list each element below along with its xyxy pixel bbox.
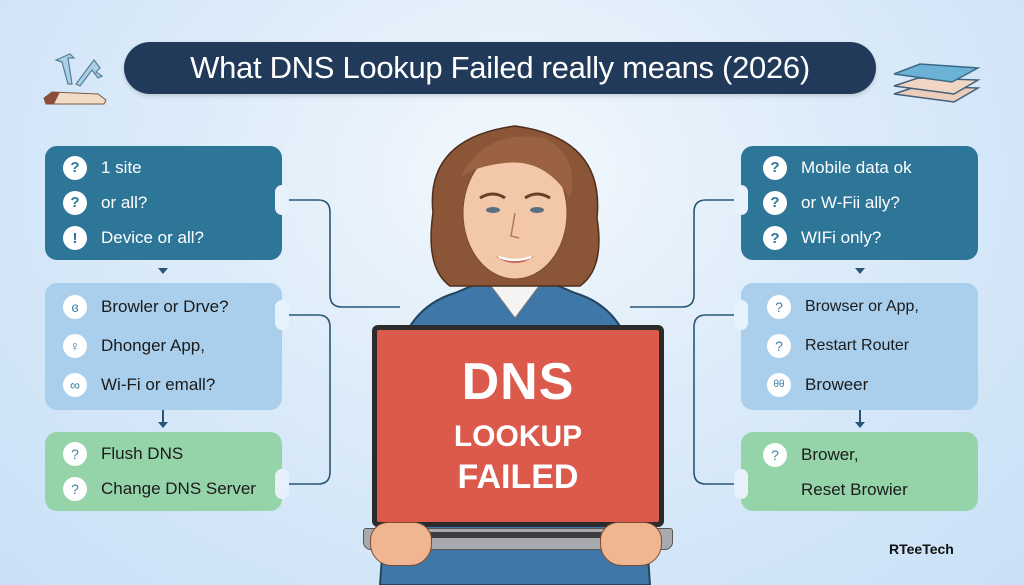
arrow-down-icon — [158, 268, 168, 274]
layers-icon — [890, 58, 982, 110]
list-item: ?or W-Fii ally? — [763, 190, 960, 215]
arrow-down-icon — [855, 268, 865, 274]
list-item: ?Brower, — [763, 442, 960, 467]
left-box-scope: ?1 site ?or all? !Device or all? — [45, 146, 282, 260]
list-item: ?Change DNS Server — [63, 477, 264, 502]
error-subtitle-failed: FAILED — [457, 458, 579, 496]
browser-icon: ɞ — [63, 294, 87, 319]
list-item: ?Flush DNS — [63, 441, 264, 466]
question-icon: ? — [763, 442, 787, 467]
arrow-down-icon — [855, 422, 865, 428]
question-icon: ? — [763, 190, 787, 215]
connector-notch — [275, 469, 289, 499]
list-item: ?WIFi only? — [763, 226, 960, 251]
laptop-screen: DNS LOOKUP FAILED — [377, 330, 659, 522]
right-box-browser: ?Brower, Reset Browier — [741, 432, 978, 511]
error-title: DNS — [461, 353, 575, 411]
page-title: What DNS Lookup Failed really means (202… — [124, 42, 876, 94]
connector-notch — [734, 300, 748, 330]
list-item: ∞Wi-Fi or emall? — [63, 372, 264, 397]
list-item: ?Browser or App, — [767, 294, 960, 319]
question-icon: ? — [767, 294, 791, 319]
infinity-icon: ∞ — [63, 372, 87, 397]
question-icon: ? — [63, 155, 87, 180]
laptop-base — [363, 528, 673, 550]
list-item: ?or all? — [63, 190, 264, 215]
right-box-network: ?Mobile data ok ?or W-Fii ally? ?WIFi on… — [741, 146, 978, 260]
right-hand — [600, 522, 662, 566]
arrow-stem — [162, 410, 164, 424]
list-item: ♀Dhonger App, — [63, 333, 264, 358]
question-icon: ? — [63, 441, 87, 466]
list-item: ?Mobile data ok — [763, 155, 960, 180]
question-icon: ? — [763, 155, 787, 180]
question-icon: ? — [763, 226, 787, 251]
connector-notch — [275, 185, 289, 215]
connector-notch — [275, 300, 289, 330]
exclamation-icon: ! — [63, 226, 87, 251]
left-box-fix: ?Flush DNS ?Change DNS Server — [45, 432, 282, 511]
pin-icon: ♀ — [63, 333, 87, 358]
arrow-down-icon — [158, 422, 168, 428]
laptop: DNS LOOKUP FAILED — [372, 325, 664, 527]
error-subtitle-lookup: LOOKUP — [453, 420, 583, 453]
left-hand — [370, 522, 432, 566]
list-item: ?Restart Router — [767, 333, 960, 358]
list-item: !Device or all? — [63, 226, 264, 251]
list-item: Reset Browier — [801, 480, 908, 500]
arrow-stem — [859, 410, 861, 424]
brand-label: RTeeTech — [889, 541, 954, 557]
connector-notch — [734, 469, 748, 499]
broken-tool-icon — [40, 48, 112, 108]
link-icon: θθ — [767, 372, 791, 397]
question-icon: ? — [63, 477, 87, 502]
question-icon: ? — [767, 333, 791, 358]
connector-notch — [734, 185, 748, 215]
list-item: ?1 site — [63, 155, 264, 180]
question-icon: ? — [63, 190, 87, 215]
